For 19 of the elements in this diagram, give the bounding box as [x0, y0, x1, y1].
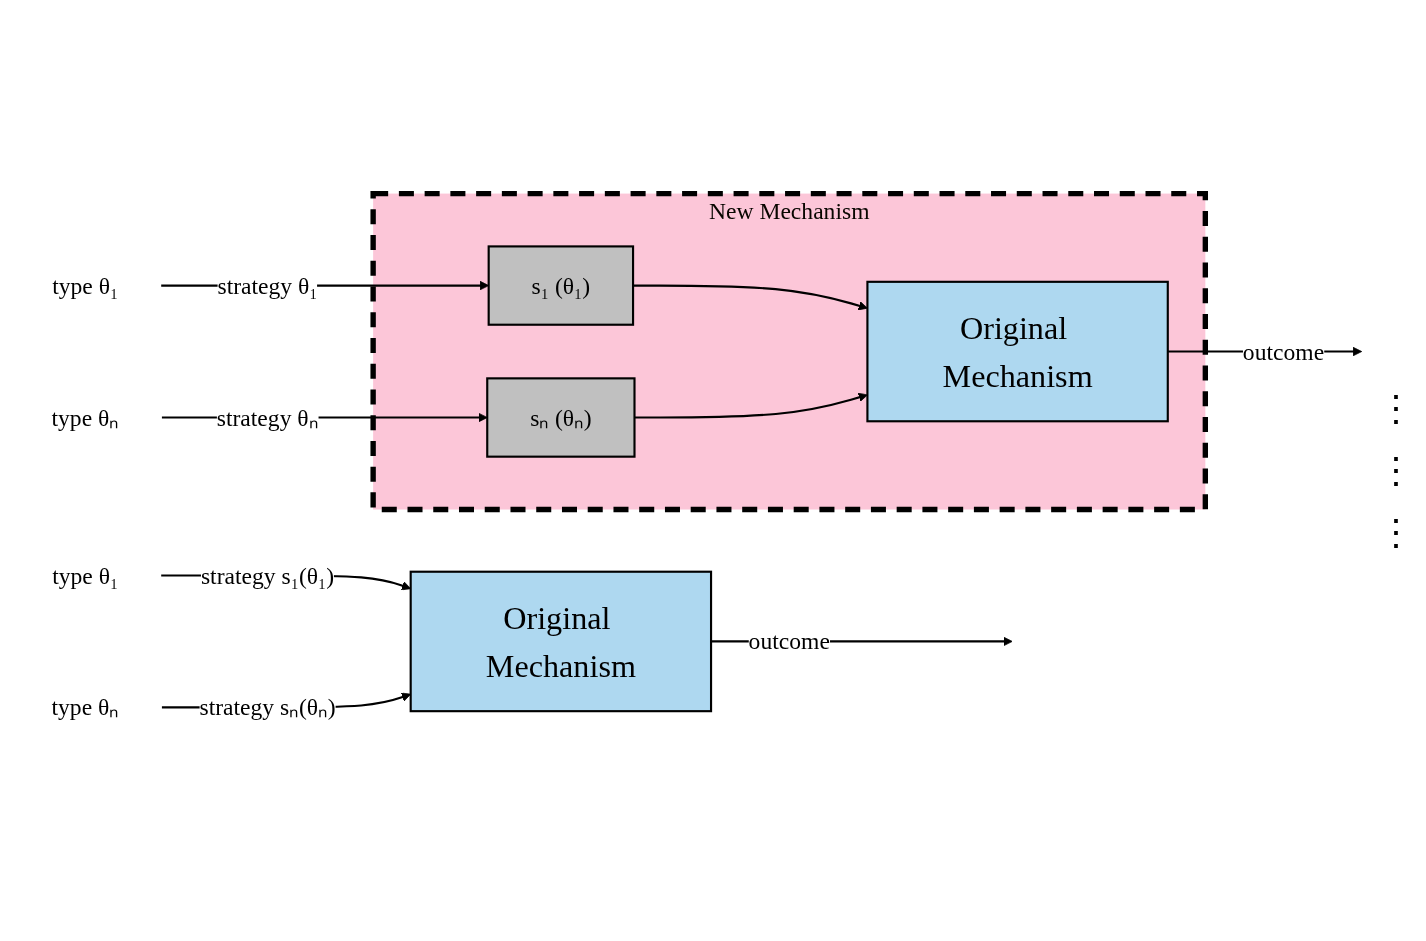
node-text: type θ₁: [52, 562, 119, 590]
node-box: Original Mechanism: [866, 281, 1169, 423]
edge-label: outcome: [748, 628, 830, 656]
node-text: type θ₁: [52, 272, 119, 300]
arrow: [633, 284, 868, 311]
edge-label: outcome: [1242, 338, 1325, 366]
arrow: [634, 393, 868, 419]
edge-label: strategy s₁(θ₁): [200, 562, 335, 590]
ellipsis-mark: ⋮: [1378, 449, 1414, 492]
node-text: type θₙ: [51, 404, 119, 432]
edge-label: strategy θₙ: [216, 404, 319, 432]
node-text: type θₙ: [51, 694, 119, 722]
edge-label: strategy sₙ(θₙ): [199, 694, 336, 722]
ellipsis-mark: ⋮: [1378, 511, 1414, 554]
node-box: sₙ (θₙ): [486, 377, 636, 459]
node-box: s₁ (θ₁): [487, 245, 635, 327]
edge-label: strategy θ₁: [217, 272, 318, 300]
ellipsis-mark: ⋮: [1378, 387, 1414, 430]
node-box: Original Mechanism: [409, 571, 713, 713]
